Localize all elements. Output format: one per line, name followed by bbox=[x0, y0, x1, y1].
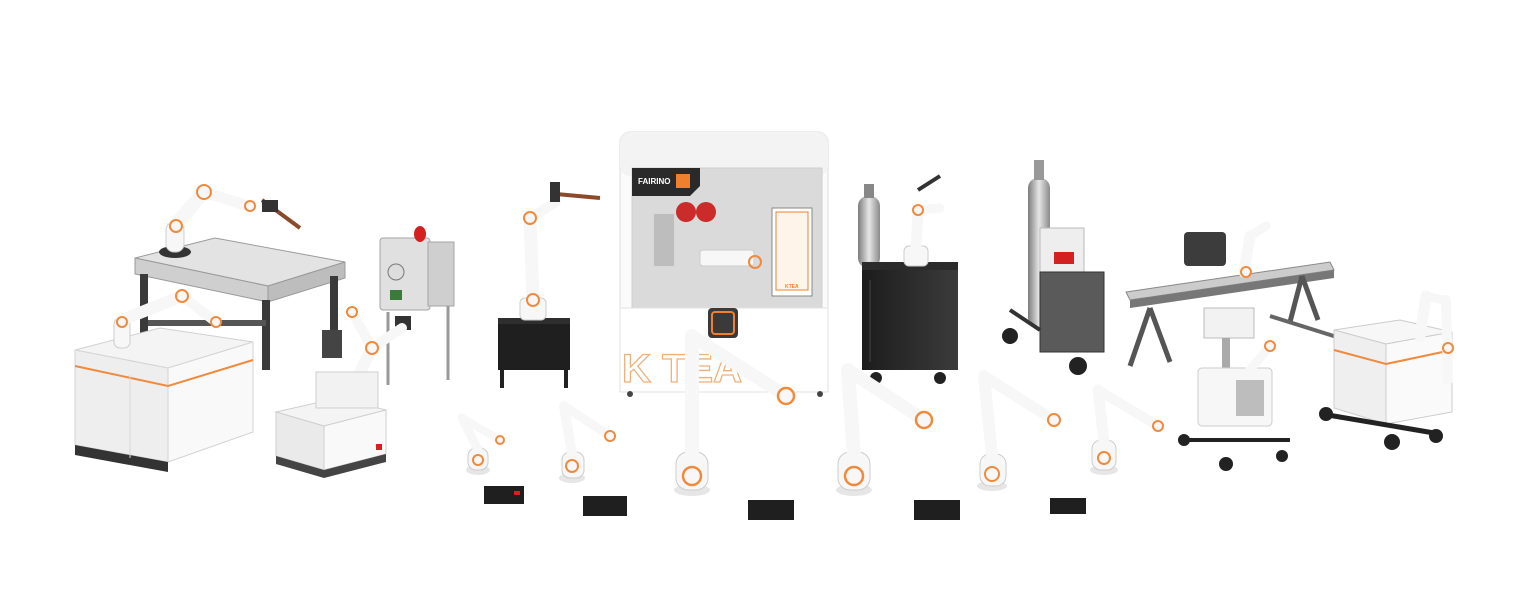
robot-arm-large-2 bbox=[836, 363, 934, 496]
robot-arm-small-1 bbox=[457, 413, 505, 475]
control-box-4 bbox=[914, 500, 960, 520]
pedestal-robot bbox=[498, 182, 601, 388]
control-box-station bbox=[322, 226, 455, 385]
kiosk-screen-label: KTEA bbox=[785, 284, 799, 290]
welding-cart-station bbox=[858, 174, 958, 384]
kiosk-brand-label: FAIRINO bbox=[638, 177, 670, 186]
robot-arm-medium-1 bbox=[977, 370, 1061, 491]
control-box-1 bbox=[484, 486, 524, 504]
robot-arm-small-2 bbox=[559, 401, 616, 483]
control-box-2 bbox=[583, 496, 627, 516]
robot-arm-large-1 bbox=[674, 329, 796, 496]
welding-table-station bbox=[134, 184, 346, 370]
medical-cart-large bbox=[1319, 290, 1454, 450]
linear-rail-station bbox=[1125, 221, 1341, 367]
cabinet-robot-station bbox=[74, 289, 254, 472]
robot-arm bbox=[113, 289, 222, 349]
robot-arm-medium-2 bbox=[1090, 384, 1164, 475]
medical-cart-small bbox=[1178, 307, 1290, 471]
control-box-5 bbox=[1050, 498, 1086, 514]
robot-arm bbox=[159, 184, 302, 258]
mobile-robot-base bbox=[274, 371, 387, 478]
robot-arm bbox=[322, 306, 407, 378]
control-box-3 bbox=[748, 500, 794, 520]
gas-cylinder-cart bbox=[1002, 160, 1105, 375]
